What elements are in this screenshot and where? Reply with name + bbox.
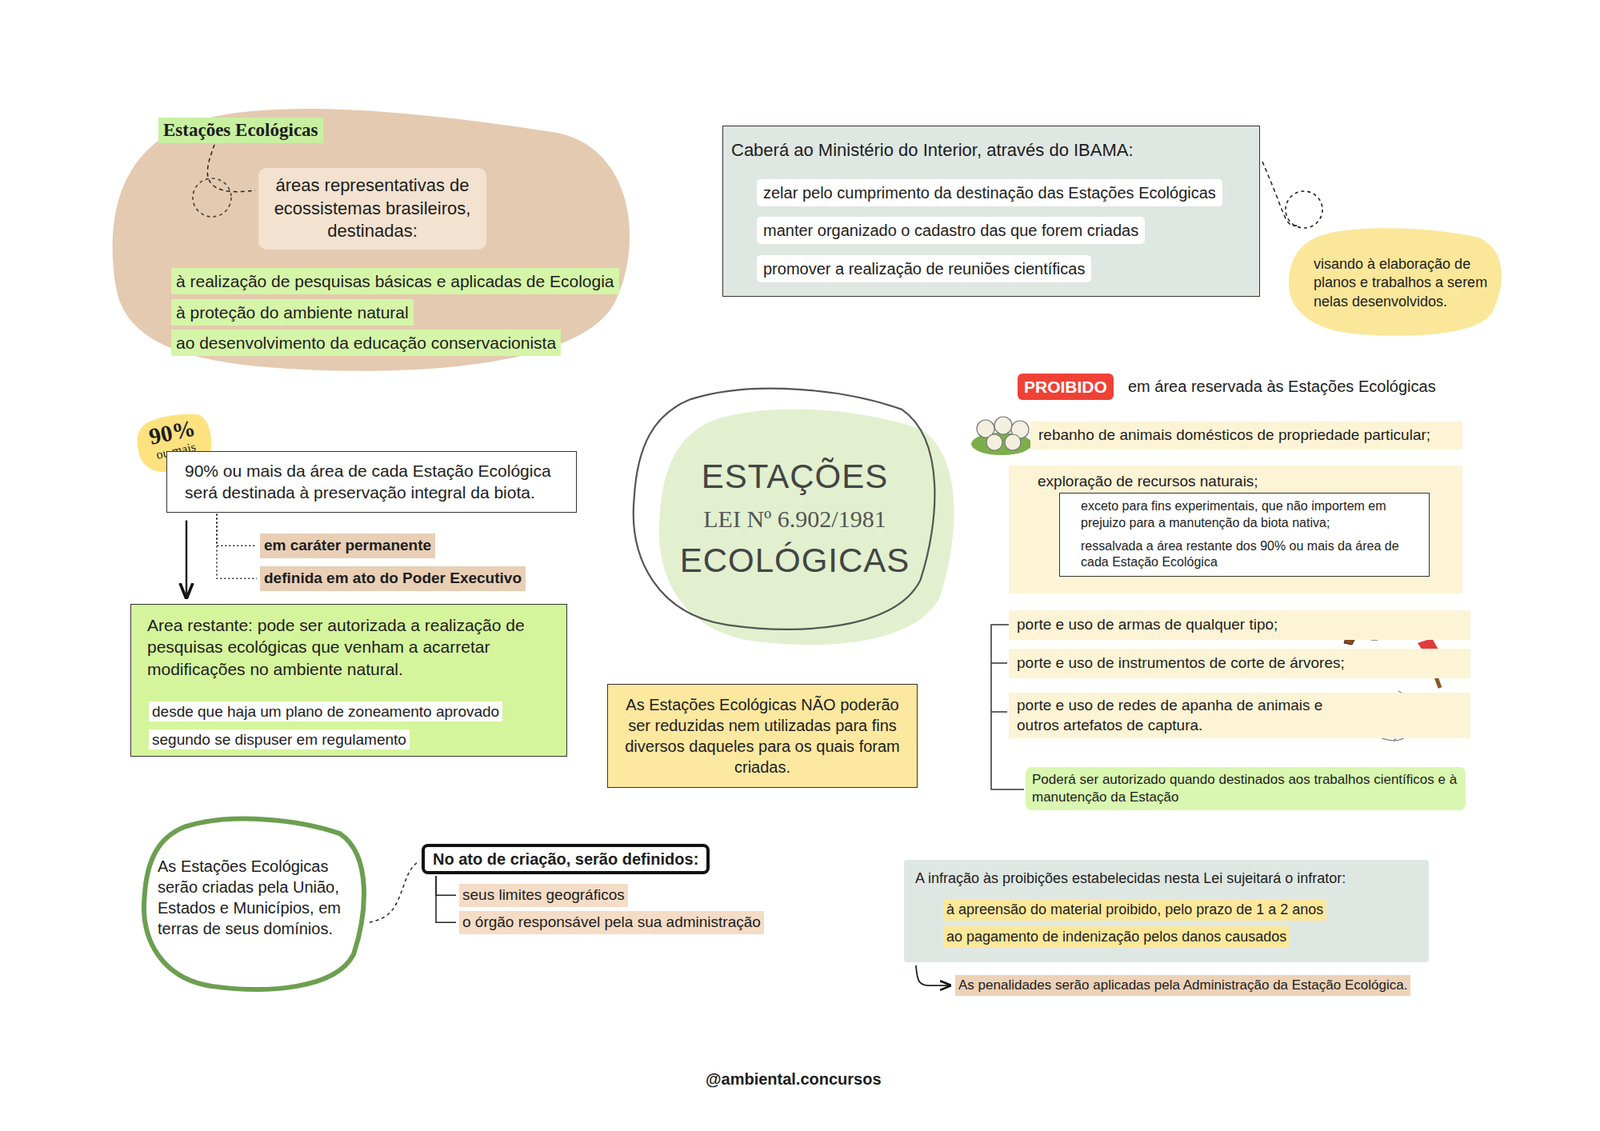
sheep-icon	[971, 416, 1032, 456]
node-text: manter organizado o cadastro das que for…	[763, 220, 1139, 241]
node-text: ao pagamento de indenização pelos danos …	[946, 928, 1287, 947]
prohibition-item: rebanho de animais domésticos de proprie…	[1030, 421, 1463, 450]
node-text: ECOLÓGICAS	[680, 538, 911, 584]
prohibited-tag: PROIBIDO	[1017, 373, 1114, 400]
node-text: o órgão responsável pela sua administraç…	[462, 912, 761, 933]
node-text: ao desenvolvimento da educação conservac…	[176, 332, 556, 354]
node-text: Estações Ecológicas	[163, 118, 319, 143]
remaining-area-box: Area restante: pode ser autorizada a rea…	[130, 604, 568, 757]
node-text: desde que haja um plano de zoneamento ap…	[148, 701, 503, 750]
creation-item: seus limites geográficos	[459, 884, 628, 908]
node-text: As Estações Ecológicas NÃO poderão ser r…	[617, 694, 908, 778]
node-text: promover a realização de reuniões cientí…	[763, 258, 1085, 280]
node-text: seus limites geográficos	[462, 885, 625, 906]
note-blob: visando à elaboração de planos e trabalh…	[1284, 226, 1505, 339]
purpose-item: ao desenvolvimento da educação conservac…	[171, 329, 561, 356]
node-text: Caberá ao Ministério do Interior, atravé…	[731, 139, 1252, 163]
connector	[185, 520, 188, 598]
node-text: à apreensão do material proibido, pelo p…	[946, 900, 1324, 920]
duty-panel: Caberá ao Ministério do Interior, atravé…	[722, 125, 1260, 297]
creation-blob: As Estações Ecológicas serão criadas pel…	[140, 816, 368, 994]
node-text: porte e uso de instrumentos de corte de …	[1016, 653, 1463, 674]
connector	[216, 514, 257, 547]
rule-detail: em caráter permanente	[260, 533, 436, 559]
rule-detail: definida em ato do Poder Executivo	[260, 566, 526, 592]
blob-fill	[1288, 228, 1502, 336]
prohibition-item: porte e uso de redes de apanha de animai…	[1008, 692, 1471, 739]
title-blob: ESTAÇÕESLEI Nº 6.902/1981ECOLÓGICAS	[634, 389, 956, 648]
blob-fill	[659, 408, 955, 645]
penalty-note: As penalidades serão aplicadas pela Admi…	[955, 975, 1411, 996]
node-text: definida em ato do Poder Executivo	[264, 568, 522, 589]
connector	[216, 514, 257, 580]
penalty-panel: A infração às proibições estabelecidas n…	[904, 860, 1429, 963]
duty-item: manter organizado o cadastro das que for…	[756, 216, 1145, 244]
purpose-item: à realização de pesquisas básicas e apli…	[171, 268, 620, 295]
beige-blob	[112, 108, 631, 372]
sheep	[1004, 434, 1021, 451]
watermark: @ambiental.concursos	[705, 1070, 882, 1089]
penalty-item: ao pagamento de indenização pelos danos …	[943, 926, 1290, 948]
node-text: zelar pelo cumprimento da destinação das…	[763, 182, 1216, 204]
node-text: porte e uso de redes de apanha de animai…	[1016, 696, 1353, 736]
node-text: A infração às proibições estabelecidas n…	[915, 869, 1418, 888]
blob-outline	[144, 819, 364, 990]
node-text: visando à elaboração de planos e trabalh…	[1313, 255, 1499, 312]
definition-box: áreas representativas de ecossistemas br…	[258, 168, 487, 250]
condition-note: desde que haja um plano de zoneamento ap…	[148, 697, 533, 754]
purpose-item: à proteção do ambiente natural	[171, 299, 414, 326]
connector	[916, 965, 951, 986]
warning-box: As Estações Ecológicas NÃO poderão ser r…	[607, 684, 918, 788]
node-text: As Estações Ecológicas serão criadas pel…	[157, 856, 350, 940]
prohibition-item: porte e uso de armas de qualquer tipo;	[1008, 610, 1471, 640]
node-text: em caráter permanente	[264, 536, 432, 556]
node-text: No ato de criação, serão definidos:	[432, 848, 699, 870]
creation-heading: No ato de criação, serão definidos:	[421, 844, 710, 875]
node-text: ESTAÇÕES	[701, 454, 889, 500]
rule-box: 90% ou mais da área de cada Estação Ecol…	[166, 451, 577, 513]
sheep	[994, 416, 1012, 435]
connector	[1262, 161, 1300, 226]
prohibition-item: exploração de recursos naturais; exceto p…	[1008, 465, 1463, 594]
node-text: As penalidades serão aplicadas pela Admi…	[958, 976, 1408, 995]
creation-item: o órgão responsável pela sua administraç…	[459, 911, 764, 935]
penalty-item: à apreensão do material proibido, pelo p…	[943, 899, 1327, 921]
duty-item: promover a realização de reuniões cientí…	[756, 255, 1092, 283]
dashed-loop	[192, 178, 232, 217]
node-text: Poderá ser autorizado quando destinados …	[1032, 771, 1460, 807]
blob-outline	[633, 388, 936, 630]
authorization-note: Poderá ser autorizado quando destinados …	[1025, 767, 1466, 811]
connector	[369, 862, 418, 923]
dashed-loop	[1285, 191, 1323, 228]
node-text: áreas representativas de ecossistemas br…	[266, 174, 479, 244]
node-text: exploração de recursos naturais;	[1037, 472, 1434, 492]
node-text: LEI Nº 6.902/1981	[703, 500, 886, 539]
connector	[207, 144, 256, 192]
node-text: à proteção do ambiente natural	[176, 301, 409, 324]
duty-item: zelar pelo cumprimento da destinação das…	[756, 179, 1223, 207]
node-text: Area restante: pode ser autorizada a rea…	[147, 614, 551, 680]
node-text: à realização de pesquisas básicas e apli…	[176, 270, 615, 292]
connector	[436, 876, 456, 896]
heading-tag: Estações Ecológicas	[158, 117, 324, 144]
node-text: 90% ou mais da área de cada Estação Ecol…	[184, 460, 559, 504]
prohibited-caption: em área reservada às Estações Ecológicas	[1128, 377, 1436, 396]
node-text: ressalvada a área restante dos 90% ou ma…	[1080, 538, 1423, 572]
node-text: porte e uso de armas de qualquer tipo;	[1016, 615, 1463, 636]
beige-blob-shape	[112, 108, 631, 372]
prohibition-item: porte e uso de instrumentos de corte de …	[1008, 648, 1471, 679]
exception-box: exceto para fins experimentais, que não …	[1059, 492, 1430, 577]
node-text: rebanho de animais domésticos de proprie…	[1038, 425, 1455, 446]
connector	[436, 876, 456, 923]
node-text: exceto para fins experimentais, que não …	[1080, 498, 1423, 532]
sheep	[986, 434, 1003, 451]
node-text: PROIBIDO	[1024, 376, 1108, 398]
